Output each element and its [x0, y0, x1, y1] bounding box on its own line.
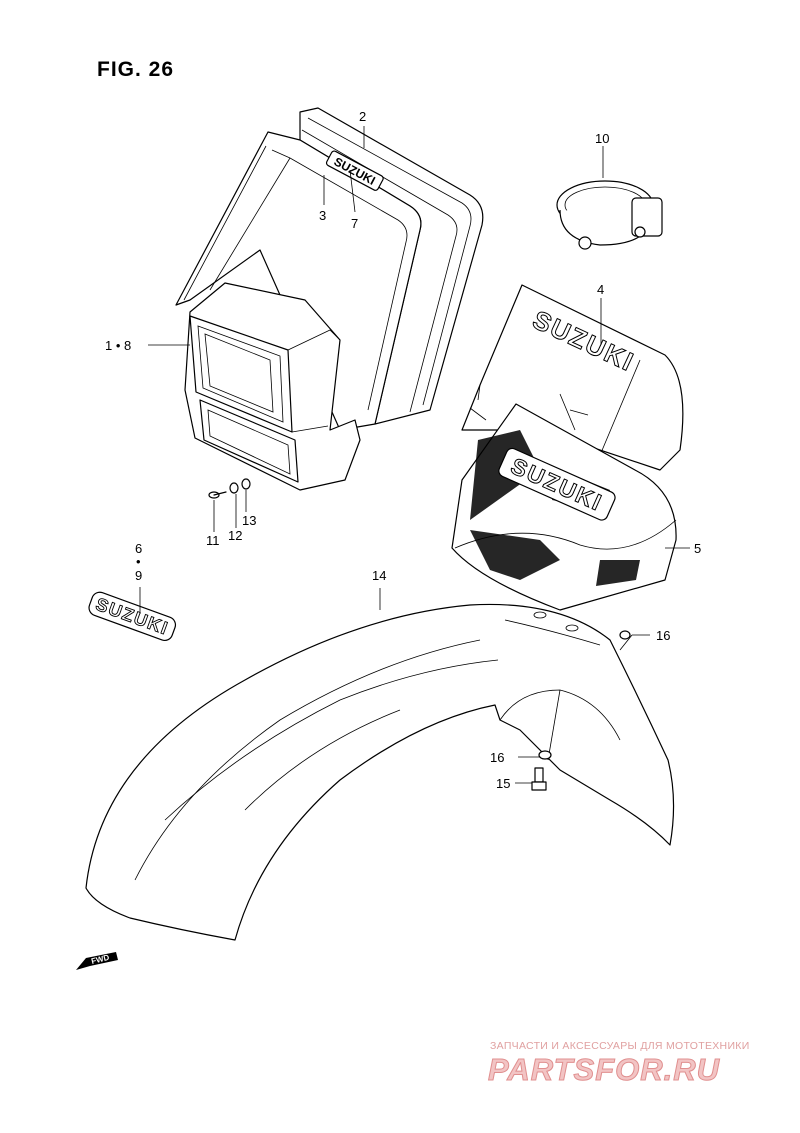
- callout-14: 14: [372, 568, 386, 583]
- nut-16-upper[interactable]: [619, 630, 631, 640]
- bolt-11[interactable]: [208, 491, 227, 499]
- fwd-arrow-icon: FWD: [76, 952, 118, 970]
- shroud-lower[interactable]: SUZUKI: [451, 403, 677, 611]
- callout-12: 12: [228, 528, 242, 543]
- nut-16-lower[interactable]: [538, 750, 552, 760]
- leader-lines: [139, 126, 690, 784]
- suzuki-emblem[interactable]: SUZUKI: [87, 590, 178, 643]
- callout-16-lower: 16: [490, 750, 504, 765]
- callout-3: 3: [319, 208, 326, 223]
- shroud-upper[interactable]: SUZUKI: [461, 284, 684, 471]
- callout-4: 4: [597, 282, 604, 297]
- headlight-clamp[interactable]: [556, 180, 663, 250]
- callout-10: 10: [595, 131, 609, 146]
- callout-2: 2: [359, 109, 366, 124]
- callout-6-dot: •: [136, 554, 141, 569]
- callout-7: 7: [351, 216, 358, 231]
- callout-1-8: 1 • 8: [105, 338, 131, 353]
- watermark-brand: PARTSFOR.RU: [487, 1052, 721, 1088]
- washer-12[interactable]: [229, 482, 239, 494]
- headlight-plate-assembly[interactable]: SUZUKI: [175, 107, 484, 499]
- callout-15: 15: [496, 776, 510, 791]
- nut-13[interactable]: [241, 478, 251, 490]
- callout-11: 11: [206, 533, 220, 548]
- watermark-tagline: ЗАПЧАСТИ И АКСЕССУАРЫ ДЛЯ МОТОТЕХНИКИ: [490, 1040, 750, 1052]
- svg-text:FWD: FWD: [90, 953, 110, 966]
- figure-title: FIG. 26: [97, 58, 175, 81]
- callout-5: 5: [694, 541, 701, 556]
- callout-6: 6: [135, 541, 142, 556]
- front-fender[interactable]: [85, 603, 675, 941]
- callout-16-upper: 16: [656, 628, 670, 643]
- svg-text:SUZUKI: SUZUKI: [93, 594, 171, 639]
- callout-13: 13: [242, 513, 256, 528]
- callout-9: 9: [135, 568, 142, 583]
- bolt-15[interactable]: [531, 767, 547, 791]
